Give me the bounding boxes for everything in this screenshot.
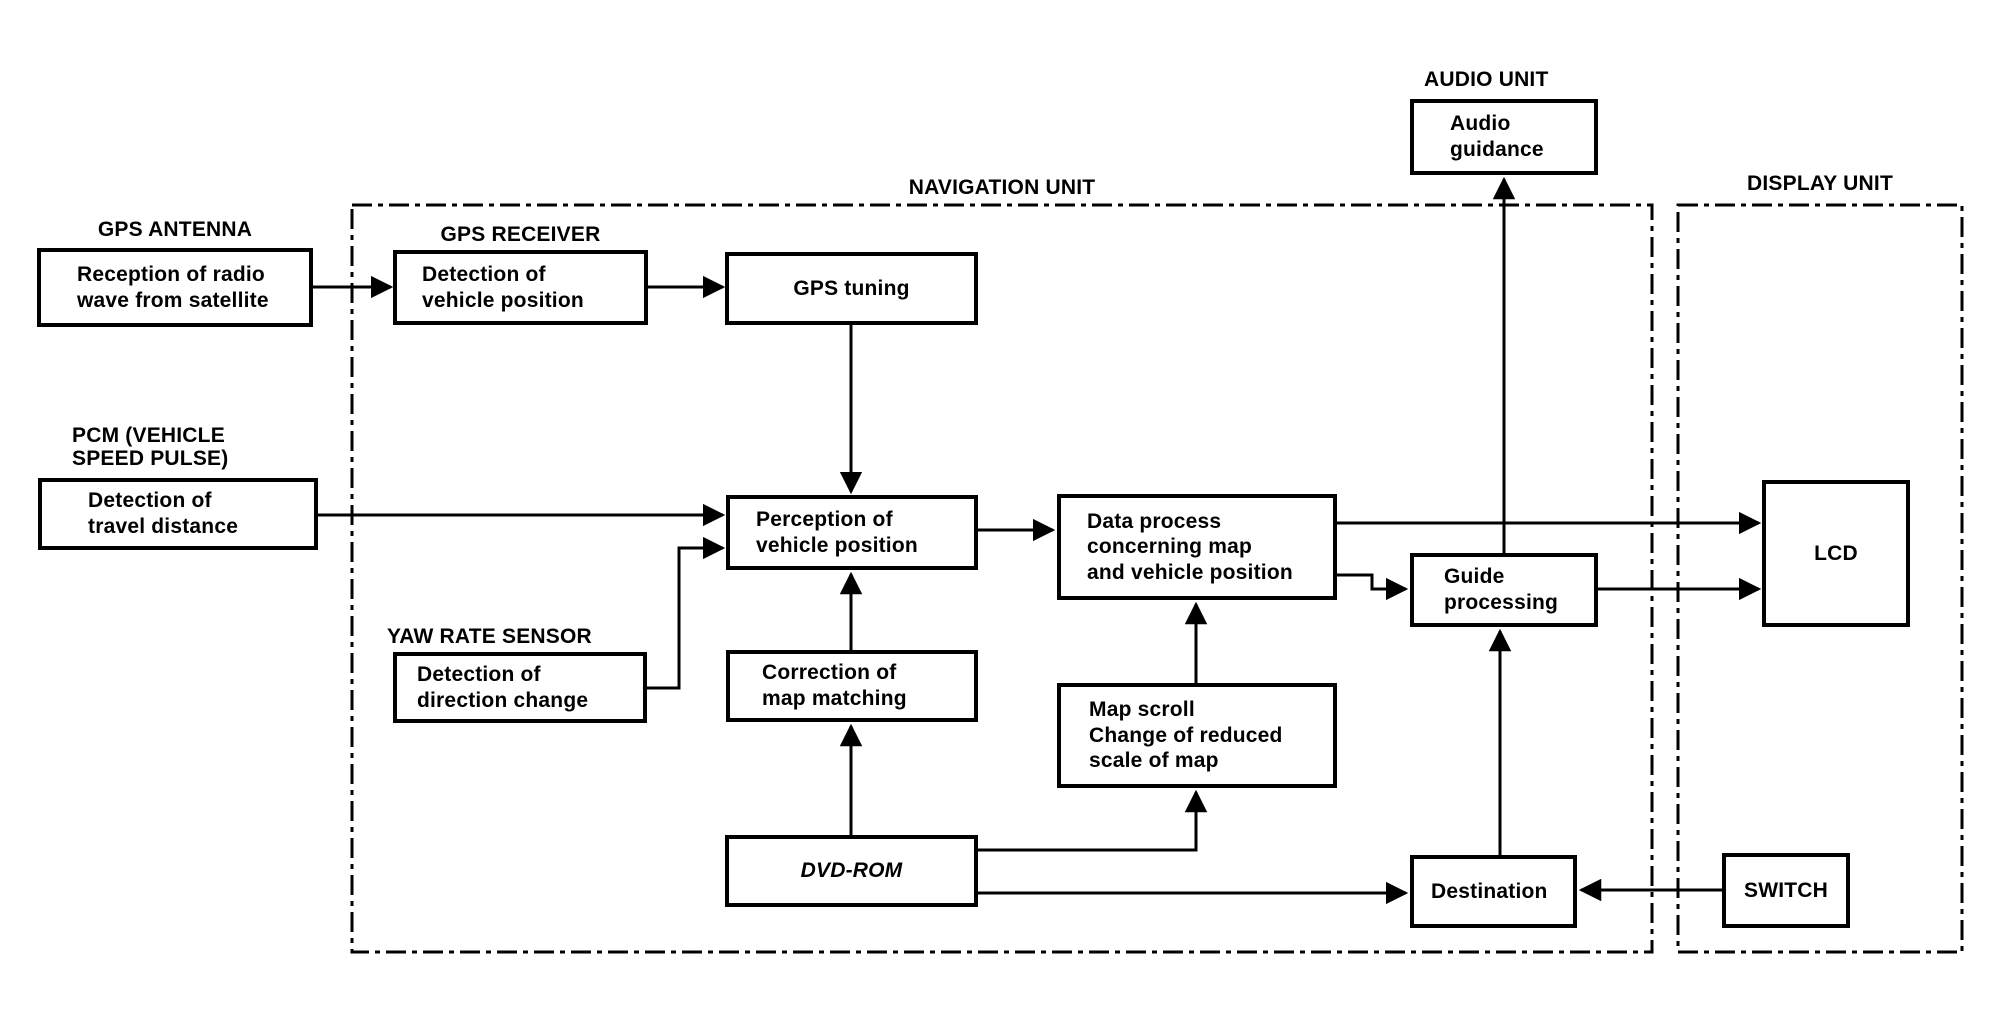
connector-data-process-to-guide-processing [1337,573,1409,601]
lcd-box-text: LCD [1814,541,1858,565]
dvd-rom-box-text: DVD-ROM [800,859,903,883]
gps-receiver-box-text: Detection of vehicle position [422,262,584,312]
navigation-unit-label: NAVIGATION UNIT [908,176,1096,199]
gps-antenna-box: Reception of radio wave from satellite [37,248,313,327]
connector-dvdrom-to-map-scroll [978,789,1208,852]
gps-antenna-label: GPS ANTENNA [97,218,253,241]
map-scroll-box: Map scroll Change of reduced scale of ma… [1057,683,1337,788]
yaw-rate-sensor-box: Detection of direction change [393,652,647,723]
audio-guidance-box: Audio guidance [1410,99,1598,175]
display-unit-border [1676,203,1964,954]
data-process-box: Data process concerning map and vehicle … [1057,494,1337,600]
destination-box-text: Destination [1431,879,1548,903]
perception-box-text: Perception of vehicle position [756,507,918,557]
map-scroll-box-text: Map scroll Change of reduced scale of ma… [1089,698,1283,773]
audio-unit-label: AUDIO UNIT [1424,68,1549,91]
data-process-box-text: Data process concerning map and vehicle … [1087,509,1293,584]
guide-processing-box: Guide processing [1410,553,1598,627]
gps-antenna-box-text: Reception of radio wave from satellite [77,262,269,312]
yaw-rate-sensor-box-text: Detection of direction change [417,662,589,712]
pcm-label: PCM (VEHICLE SPEED PULSE) [72,424,229,471]
pcm-box-text: Detection of travel distance [88,489,239,538]
correction-box-text: Correction of map matching [762,661,907,710]
perception-box: Perception of vehicle position [726,495,978,570]
gps-receiver-label: GPS RECEIVER [440,223,601,246]
yaw-rate-sensor-label: YAW RATE SENSOR [387,625,592,648]
dvd-rom-box: DVD-ROM [725,835,978,907]
gps-receiver-box: Detection of vehicle position [393,250,648,325]
pcm-box: Detection of travel distance [38,478,318,550]
gps-tuning-box: GPS tuning [725,252,978,325]
destination-box: Destination [1410,855,1577,928]
lcd-box: LCD [1762,480,1910,627]
audio-guidance-box-text: Audio guidance [1450,112,1544,161]
switch-box-text: SWITCH [1743,878,1829,902]
guide-processing-box-text: Guide processing [1444,565,1559,614]
connector-yaw-sensor-to-perception [647,536,726,690]
gps-tuning-box-text: GPS tuning [793,276,910,300]
navigation-unit-border [350,203,1654,954]
switch-box: SWITCH [1722,853,1850,928]
display-unit-label: DISPLAY UNIT [1747,172,1893,195]
correction-box: Correction of map matching [726,650,978,722]
